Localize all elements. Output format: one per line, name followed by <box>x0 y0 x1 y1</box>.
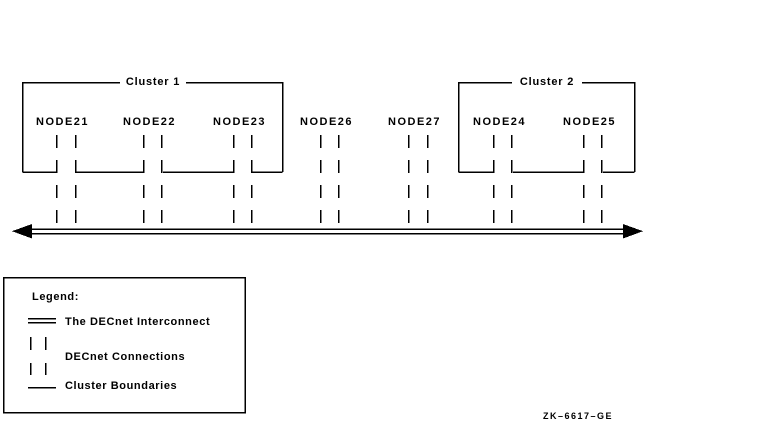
cluster1-title: Cluster 1 <box>125 76 181 88</box>
node-label-node26: NODE26 <box>300 116 354 128</box>
node24-connections <box>492 135 513 228</box>
node-label-node22: NODE22 <box>123 116 177 128</box>
right-arrowhead-icon <box>623 224 643 239</box>
legend-item-boundaries: Cluster Boundaries <box>65 380 178 392</box>
decnet-connection-lines <box>55 135 603 228</box>
node-label-node23: NODE23 <box>213 116 267 128</box>
left-arrowhead-icon <box>12 224 32 239</box>
cluster2-title: Cluster 2 <box>519 76 575 88</box>
legend-box <box>2 276 246 414</box>
cluster2-boundary <box>457 81 636 173</box>
cluster1-boundary <box>21 81 284 173</box>
node21-connections <box>55 135 77 228</box>
node-label-node24: NODE24 <box>473 116 527 128</box>
node-label-node25: NODE25 <box>563 116 617 128</box>
figure-id: ZK–6617–GE <box>543 411 614 421</box>
node22-connections <box>142 135 163 228</box>
legend-interconnect-symbol <box>28 317 56 324</box>
node26-connections <box>319 135 340 228</box>
interconnect-bus <box>12 224 643 239</box>
node-label-node27: NODE27 <box>388 116 442 128</box>
node25-connections <box>582 135 603 228</box>
node27-connections <box>407 135 429 228</box>
legend-title: Legend: <box>32 291 79 303</box>
node23-connections <box>232 135 253 228</box>
node-label-node21: NODE21 <box>36 116 90 128</box>
legend-item-connections: DECnet Connections <box>65 351 186 363</box>
legend-connections-symbol <box>29 337 47 375</box>
legend-item-interconnect: The DECnet Interconnect <box>65 316 211 328</box>
